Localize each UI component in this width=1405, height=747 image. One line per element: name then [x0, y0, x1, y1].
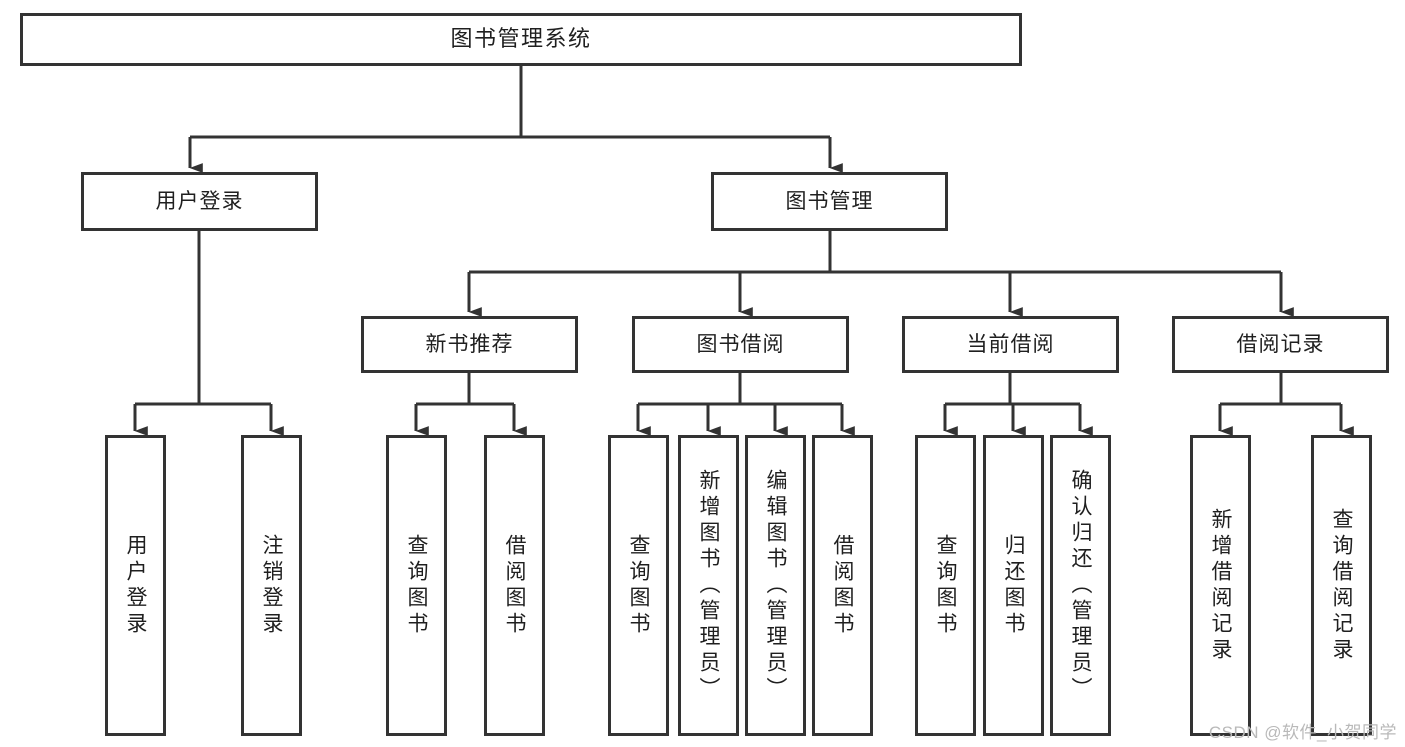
node-user-login[interactable]: 用户登录 — [81, 172, 318, 231]
node-leaf-user-logout-label: 注销登录 — [260, 533, 283, 638]
node-book-manage[interactable]: 图书管理 — [711, 172, 948, 231]
node-book-borrow[interactable]: 图书借阅 — [632, 316, 849, 373]
node-leaf-confirm-return[interactable]: 确认归还（管理员） — [1050, 435, 1111, 736]
node-borrow-record-label: 借阅记录 — [1236, 332, 1325, 356]
node-leaf-borrow-book-2-label: 借阅图书 — [831, 533, 854, 638]
node-book-manage-label: 图书管理 — [785, 189, 874, 213]
node-root-label: 图书管理系统 — [450, 26, 592, 52]
node-leaf-query-book-3[interactable]: 查询图书 — [915, 435, 976, 736]
node-root[interactable]: 图书管理系统 — [20, 13, 1022, 66]
node-leaf-borrow-book-1[interactable]: 借阅图书 — [484, 435, 545, 736]
node-leaf-query-book-1-label: 查询图书 — [405, 533, 428, 638]
node-leaf-add-record[interactable]: 新增借阅记录 — [1190, 435, 1251, 736]
node-user-login-label: 用户登录 — [155, 189, 244, 213]
node-leaf-add-record-label: 新增借阅记录 — [1209, 507, 1232, 664]
node-leaf-return-book-label: 归还图书 — [1002, 533, 1025, 638]
node-current-borrow[interactable]: 当前借阅 — [902, 316, 1119, 373]
node-leaf-borrow-book-2[interactable]: 借阅图书 — [812, 435, 873, 736]
node-leaf-query-book-1[interactable]: 查询图书 — [386, 435, 447, 736]
node-current-borrow-label: 当前借阅 — [966, 332, 1055, 356]
node-new-book-recommend[interactable]: 新书推荐 — [361, 316, 578, 373]
node-leaf-query-book-2-label: 查询图书 — [627, 533, 650, 638]
node-borrow-record[interactable]: 借阅记录 — [1172, 316, 1389, 373]
node-leaf-edit-book-label: 编辑图书（管理员） — [764, 468, 787, 703]
node-leaf-query-record-label: 查询借阅记录 — [1330, 507, 1353, 664]
node-leaf-user-logout[interactable]: 注销登录 — [241, 435, 302, 736]
node-leaf-edit-book[interactable]: 编辑图书（管理员） — [745, 435, 806, 736]
node-leaf-confirm-return-label: 确认归还（管理员） — [1069, 468, 1092, 703]
node-new-book-recommend-label: 新书推荐 — [425, 332, 514, 356]
node-leaf-return-book[interactable]: 归还图书 — [983, 435, 1044, 736]
node-leaf-user-login[interactable]: 用户登录 — [105, 435, 166, 736]
node-leaf-query-book-2[interactable]: 查询图书 — [608, 435, 669, 736]
node-leaf-borrow-book-1-label: 借阅图书 — [503, 533, 526, 638]
node-leaf-add-book-label: 新增图书（管理员） — [697, 468, 720, 703]
node-book-borrow-label: 图书借阅 — [696, 332, 785, 356]
csdn-watermark: CSDN @软件_小贺同学 — [1208, 723, 1397, 742]
node-leaf-query-book-3-label: 查询图书 — [934, 533, 957, 638]
node-leaf-user-login-label: 用户登录 — [124, 533, 147, 638]
node-leaf-add-book[interactable]: 新增图书（管理员） — [678, 435, 739, 736]
node-leaf-query-record[interactable]: 查询借阅记录 — [1311, 435, 1372, 736]
